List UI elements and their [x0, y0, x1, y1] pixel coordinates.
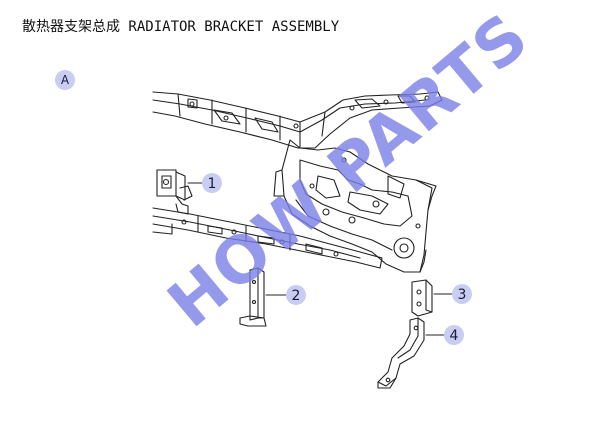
upper-cross-member [152, 91, 443, 149]
callout-4: 4 [444, 325, 464, 345]
callout-1: 1 [202, 173, 222, 193]
bracket-1 [156, 169, 193, 215]
callout-3-label: 3 [458, 287, 467, 303]
bracket-4 [377, 317, 425, 389]
callout-3: 3 [452, 284, 472, 304]
section-badge: A [55, 70, 75, 90]
page-title: 散热器支架总成 RADIATOR BRACKET ASSEMBLY [22, 19, 340, 35]
leader-lines [187, 182, 453, 336]
callout-1-label: 1 [208, 176, 217, 192]
bracket-3 [411, 279, 433, 317]
lower-cross-member [152, 207, 383, 269]
callout-2: 2 [286, 285, 306, 305]
callout-2-label: 2 [292, 288, 301, 304]
bracket-2 [239, 267, 267, 327]
callout-4-label: 4 [450, 328, 459, 344]
side-panel [273, 139, 437, 273]
watermark-text: HOW PARTS [155, 0, 544, 342]
